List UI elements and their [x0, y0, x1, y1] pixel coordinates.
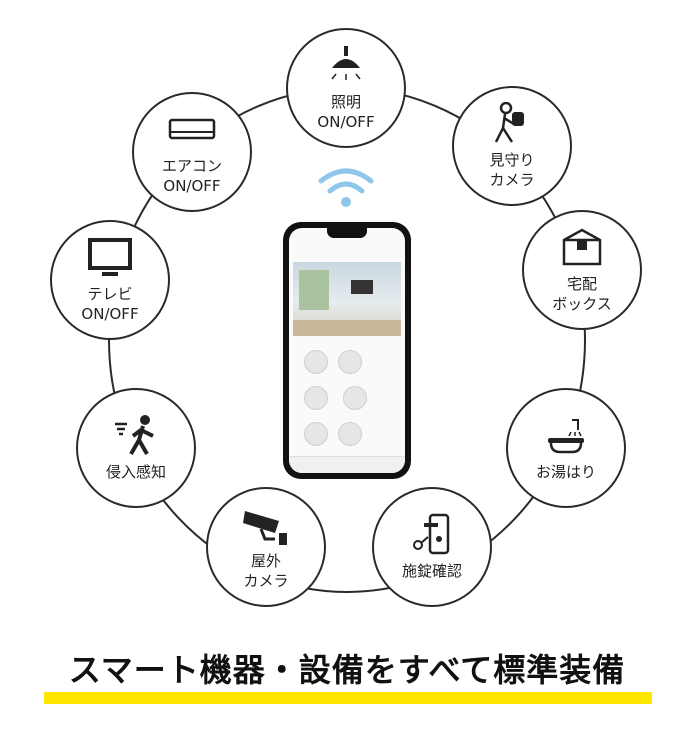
feature-label: 見守り カメラ: [489, 151, 535, 189]
ceiling-lamp-icon: [331, 46, 361, 80]
app-button[interactable]: [343, 386, 368, 410]
air-conditioner-icon: [168, 118, 216, 140]
smartphone: [283, 222, 411, 479]
tv-icon: [88, 238, 132, 276]
door-lock-key-icon: [413, 513, 450, 555]
feature-label: 侵入感知: [105, 463, 166, 481]
app-button[interactable]: [338, 350, 362, 374]
motion-sensor-icon: [115, 415, 154, 455]
feature-tv: テレビ ON/OFF: [50, 220, 170, 340]
parcel-box-icon: [562, 228, 602, 266]
bathtub-icon: [548, 419, 584, 454]
feature-aircon: エアコン ON/OFF: [132, 92, 252, 212]
feature-outdoor-camera: 屋外 カメラ: [206, 487, 326, 607]
feature-watch-camera: 見守り カメラ: [452, 86, 572, 206]
feature-label: テレビ ON/OFF: [81, 285, 139, 323]
feature-bath: お湯はり: [506, 388, 626, 508]
headline: スマート機器・設備をすべて標準装備: [68, 651, 626, 689]
walking-child-icon: [494, 102, 524, 143]
app-button[interactable]: [304, 350, 328, 374]
feature-intrusion: 侵入感知: [76, 388, 196, 508]
app-button[interactable]: [304, 422, 328, 446]
feature-label: お湯はり: [535, 463, 596, 481]
feature-label: 宅配 ボックス: [552, 275, 612, 313]
feature-label: 屋外 カメラ: [243, 552, 289, 590]
headline-underline: [44, 692, 652, 704]
feature-lock: 施錠確認: [372, 487, 492, 607]
room-photo: [293, 262, 401, 336]
security-camera-icon: [243, 511, 287, 545]
phone-screen: [289, 228, 405, 473]
feature-label: 施錠確認: [401, 562, 462, 580]
feature-label: 照明 ON/OFF: [317, 93, 375, 131]
phone-notch: [327, 228, 367, 238]
feature-label: エアコン ON/OFF: [161, 157, 222, 195]
app-button[interactable]: [338, 422, 362, 446]
feature-delivery-box: 宅配 ボックス: [522, 210, 642, 330]
feature-light: 照明 ON/OFF: [286, 28, 406, 148]
app-dock: [289, 456, 405, 473]
app-button[interactable]: [304, 386, 328, 410]
app-button-grid: [299, 346, 395, 473]
wifi-icon: [318, 168, 374, 207]
